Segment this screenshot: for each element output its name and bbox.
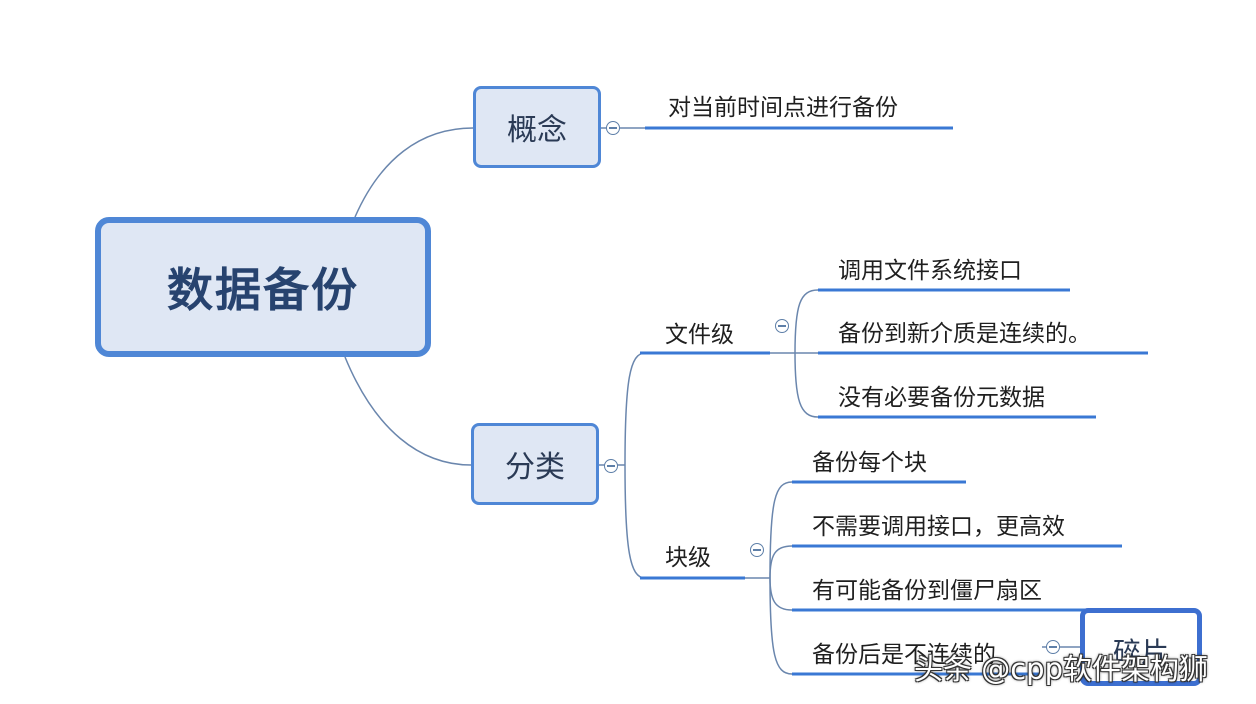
block-level-item[interactable]: 有可能备份到僵尸扇区 — [812, 578, 1042, 604]
collapse-toggle-icon[interactable] — [1046, 640, 1060, 654]
fragment-node[interactable]: 碎片 — [1080, 608, 1202, 686]
connector-block-child-4 — [769, 577, 793, 675]
connector-block-child-3 — [769, 577, 793, 611]
collapse-toggle-icon[interactable] — [604, 459, 618, 473]
collapse-toggle-icon[interactable] — [750, 543, 764, 557]
root-node[interactable]: 数据备份 — [95, 217, 431, 357]
connector-block-child-1 — [769, 481, 793, 579]
file-level-item[interactable]: 调用文件系统接口 — [838, 258, 1022, 284]
collapse-toggle-icon[interactable] — [606, 121, 620, 135]
block-level-item[interactable]: 备份每个块 — [812, 450, 927, 476]
connector-file-child-3 — [794, 352, 819, 418]
concept-node[interactable]: 概念 — [473, 86, 601, 168]
connector-file-child-1 — [794, 289, 819, 354]
file-level-label[interactable]: 文件级 — [665, 322, 734, 348]
collapse-toggle-icon[interactable] — [775, 319, 789, 333]
file-level-item[interactable]: 备份到新介质是连续的。 — [838, 321, 1091, 347]
connector-block-child-2 — [769, 545, 793, 579]
block-level-item[interactable]: 备份后是不连续的 — [812, 642, 996, 668]
concept-leaf-label[interactable]: 对当前时间点进行备份 — [668, 95, 898, 121]
connector-category-file — [624, 352, 646, 466]
file-level-item[interactable]: 没有必要备份元数据 — [838, 385, 1045, 411]
connector-root-category — [344, 356, 472, 466]
block-level-label[interactable]: 块级 — [665, 545, 711, 571]
category-node[interactable]: 分类 — [471, 423, 599, 505]
connector-root-concept — [354, 127, 474, 218]
watermark-text: 头条 @cpp软件架构狮 — [914, 652, 1208, 686]
block-level-item[interactable]: 不需要调用接口，更高效 — [812, 514, 1065, 540]
connector-category-block — [624, 464, 646, 579]
